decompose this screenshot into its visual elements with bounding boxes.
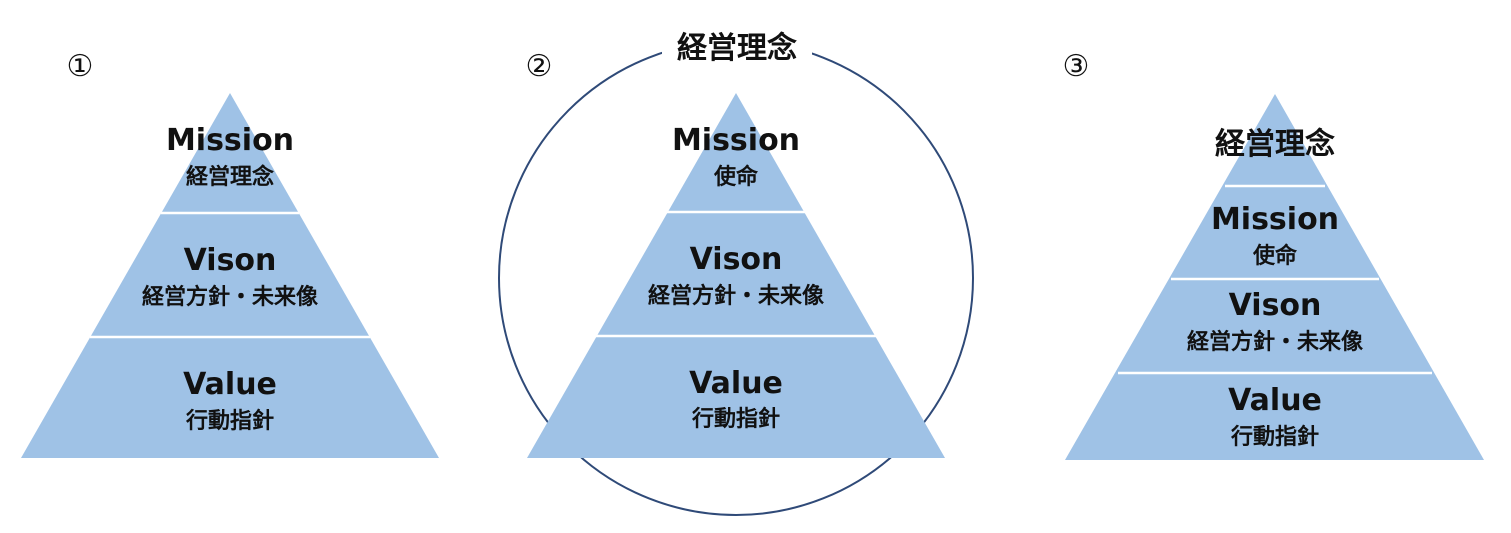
pyramid-2-tier-3-jp: 行動指針 — [691, 406, 780, 432]
pyramid-1-tier-3-jp: 行動指針 — [185, 408, 274, 434]
pyramid-2-tier-2-en: Vison — [690, 242, 783, 277]
circle-label-backdrop — [662, 24, 812, 68]
pyramid-2-tier-3-en: Value — [689, 366, 783, 401]
pyramid-1-tier-2-jp: 経営方針・未来像 — [142, 284, 319, 310]
pyramid-3-tier-1-en: Mission — [1211, 202, 1339, 237]
pyramid-3-tier-2-en: Vison — [1229, 288, 1322, 323]
pyramid-1-tier-1-en: Mission — [166, 123, 294, 158]
pyramid-1-tier-2-en: Vison — [184, 243, 277, 278]
pyramid-1-shape — [21, 93, 439, 458]
circle-label: 経営理念 — [677, 31, 797, 66]
pyramid-diagram-2: ② 経営理念 Mission 使命 Vison 経営方針・未来像 Value 行… — [498, 24, 974, 516]
pyramid-2-tier-1-en: Mission — [672, 123, 800, 158]
pyramid-diagram-3: ③ 経営理念 Mission 使命 Vison 経営方針・未来像 Value 行… — [1063, 49, 1484, 460]
pyramid-diagram-1: ① Mission 経営理念 Vison 経営方針・未来像 Value 行動指針 — [21, 49, 439, 458]
pyramid-2-shape — [527, 93, 945, 458]
pyramid-3-shape — [1065, 94, 1484, 460]
pyramid-3-tier-3-jp: 行動指針 — [1230, 424, 1319, 450]
pyramid-3-tier-1-jp: 使命 — [1252, 243, 1298, 269]
diagram-number-2: ② — [526, 49, 553, 84]
pyramid-1-tier-1-jp: 経営理念 — [186, 164, 274, 190]
pyramid-2-tier-1-jp: 使命 — [713, 164, 759, 190]
pyramid-1-tier-3-en: Value — [183, 367, 277, 402]
pyramid-3-top-label: 経営理念 — [1215, 127, 1335, 162]
pyramid-2-tier-2-jp: 経営方針・未来像 — [648, 283, 825, 309]
pyramid-3-tier-3-en: Value — [1228, 383, 1322, 418]
pyramid-3-tier-2-jp: 経営方針・未来像 — [1187, 329, 1364, 355]
diagram-number-3: ③ — [1063, 49, 1090, 84]
diagram-number-1: ① — [67, 49, 94, 84]
